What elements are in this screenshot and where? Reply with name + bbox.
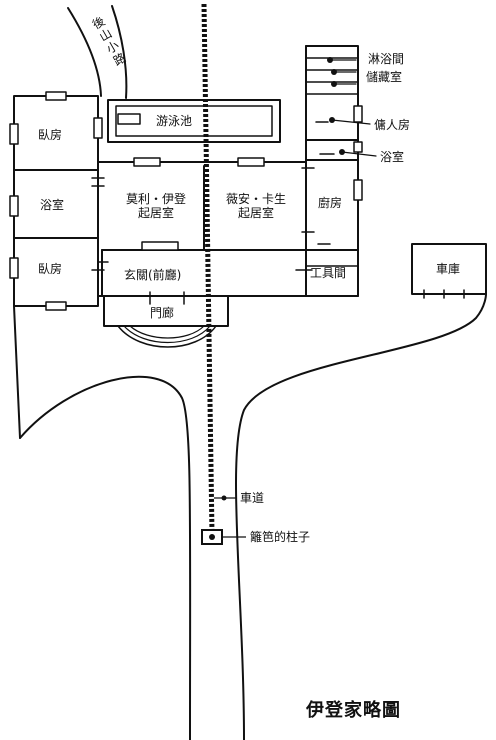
pool-outer bbox=[107, 99, 281, 143]
left-ground-curve bbox=[19, 375, 192, 740]
label-servant-room: 傭人房 bbox=[374, 118, 411, 132]
label-garage: 車庫 bbox=[436, 262, 461, 276]
label-morey-living-room: 莫利・伊登 起居室 bbox=[125, 192, 187, 220]
mountain-path-outer-edge bbox=[67, 7, 102, 97]
driveway-line bbox=[201, 3, 215, 535]
label-vivian-living-room: 薇安・卡生 起居室 bbox=[225, 192, 287, 220]
label-bath-right: 浴室 bbox=[380, 150, 405, 164]
pool-step bbox=[117, 113, 141, 125]
left-wing-outer-wall bbox=[13, 95, 99, 307]
label-porch: 門廊 bbox=[150, 306, 175, 320]
label-kitchen: 廚房 bbox=[318, 196, 343, 210]
label-driveway: 車道 bbox=[240, 491, 265, 505]
label-pool: 游泳池 bbox=[156, 114, 193, 128]
label-bedroom-bottom: 臥房 bbox=[38, 262, 63, 276]
label-entrance: 玄關(前廳) bbox=[124, 268, 182, 282]
right-wing-outer-wall bbox=[305, 45, 359, 297]
label-toolroom: 工具間 bbox=[310, 266, 347, 280]
right-ground-curve bbox=[235, 293, 487, 740]
label-bedroom-top: 臥房 bbox=[38, 128, 63, 142]
left-ground-edge bbox=[13, 305, 21, 439]
porch-wall bbox=[103, 295, 229, 327]
pool-inner bbox=[115, 105, 273, 137]
label-shower: 淋浴間 bbox=[368, 52, 405, 66]
diagram-title: 伊登家略圖 bbox=[306, 700, 401, 721]
label-bath-left: 浴室 bbox=[40, 198, 65, 212]
garage-box bbox=[411, 243, 487, 295]
label-storage: 儲藏室 bbox=[366, 70, 403, 84]
mountain-path-inner-edge bbox=[111, 5, 128, 99]
label-fence-post: 籬笆的柱子 bbox=[250, 530, 311, 544]
